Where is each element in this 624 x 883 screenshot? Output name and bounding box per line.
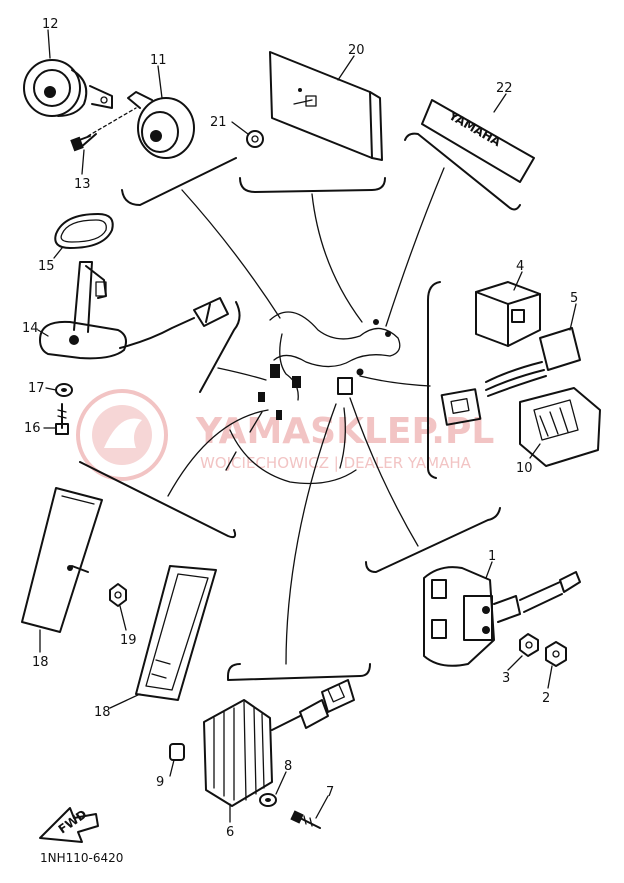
part-3-nut[interactable]	[519, 633, 539, 657]
part-18-reflector-lower[interactable]	[135, 565, 217, 701]
label-18-upper: 18	[32, 655, 49, 670]
part-1-ignition-switch[interactable]	[423, 566, 581, 667]
part-8-washer[interactable]	[259, 793, 277, 807]
part-12-horn[interactable]	[23, 59, 113, 117]
label-4: 4	[516, 259, 524, 274]
label-9: 9	[156, 775, 164, 790]
part-13-bolt[interactable]	[70, 133, 97, 152]
part-15-gasket[interactable]	[54, 213, 114, 249]
label-18-lower: 18	[94, 705, 111, 720]
label-13: 13	[74, 177, 91, 192]
part-17-washer[interactable]	[55, 383, 73, 397]
part-7-bolt[interactable]	[290, 810, 321, 829]
part-22-yamaha-emblem[interactable]: YAMAHA	[421, 99, 535, 183]
part-11-horn[interactable]	[87, 91, 195, 159]
leader-lines	[167, 167, 445, 665]
label-22: 22	[496, 81, 513, 96]
label-12: 12	[42, 17, 59, 32]
part-18-reflector-upper[interactable]	[21, 487, 103, 633]
part-5-connector-harness[interactable]	[440, 327, 581, 426]
label-20: 20	[348, 43, 365, 58]
label-21: 21	[210, 115, 227, 130]
fwd-arrow-icon: FWD	[39, 807, 99, 843]
part-21-nut[interactable]	[246, 130, 264, 148]
section-brackets	[79, 132, 521, 681]
watermark-logo-icon	[76, 389, 168, 481]
part-20-cover-panel[interactable]	[269, 51, 383, 161]
part-labels: 12 11 13 20 21 22 15 14 17 16 4 5 10 18 …	[22, 17, 578, 840]
part-16-screw[interactable]	[55, 403, 69, 435]
watermark: YAMASKLEP.PL WOJCIECHOWICZ | DEALER YAMA…	[76, 389, 494, 481]
label-6: 6	[226, 825, 234, 840]
part-10-connector-block[interactable]	[519, 387, 601, 467]
watermark-subtitle: WOJCIECHOWICZ | DEALER YAMAHA	[200, 454, 472, 472]
label-3: 3	[502, 671, 510, 686]
wire-harness	[225, 311, 401, 485]
label-11: 11	[150, 53, 167, 68]
label-5: 5	[570, 291, 578, 306]
label-15: 15	[38, 259, 55, 274]
label-19: 19	[120, 633, 137, 648]
label-2: 2	[542, 691, 550, 706]
label-8: 8	[284, 759, 292, 774]
part-2-nut[interactable]	[545, 641, 567, 667]
label-7: 7	[326, 785, 334, 800]
label-10: 10	[516, 461, 533, 476]
label-16: 16	[24, 421, 41, 436]
part-4-relay[interactable]	[475, 281, 541, 347]
part-6-regulator-rectifier[interactable]	[203, 679, 355, 807]
fwd-label: FWD	[56, 807, 90, 836]
part-9-collar[interactable]	[169, 743, 185, 761]
label-17: 17	[28, 381, 45, 396]
part-14-fuel-sender[interactable]	[39, 261, 229, 360]
label-14: 14	[22, 321, 39, 336]
label-1: 1	[488, 549, 496, 564]
drawing-code: 1NH110-6420	[40, 851, 123, 865]
part-19-nut[interactable]	[109, 583, 127, 607]
